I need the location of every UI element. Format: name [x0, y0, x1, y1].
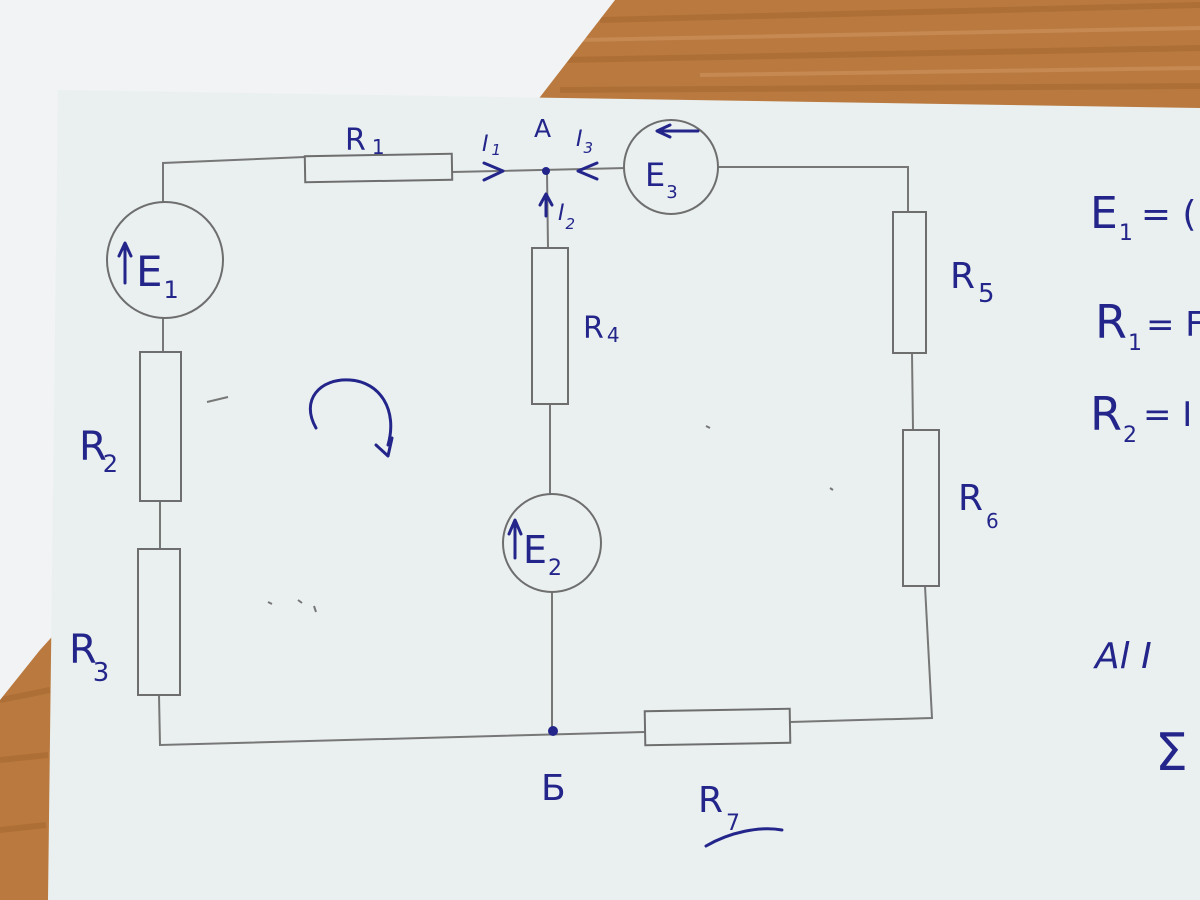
resistor-r3-label: R3 [69, 627, 109, 688]
note-r1-line: R1= F [1095, 295, 1200, 356]
resistor-r4 [531, 247, 569, 405]
note-e1-line: E1= ( [1090, 188, 1196, 246]
resistor-r1 [303, 152, 454, 184]
paper-sheet [48, 90, 1200, 900]
circuit-wires [158, 156, 934, 747]
stray-pencil-marks [206, 396, 834, 613]
r7-underline-stroke [704, 827, 784, 848]
resistor-r7 [643, 707, 792, 747]
note-scribble: Al I [1093, 636, 1152, 677]
note-r2-line: R2= I [1090, 387, 1192, 448]
i2-arrow-icon [538, 192, 554, 218]
e2-up-arrow-icon [507, 518, 523, 560]
source-e2-label: E2 [523, 528, 562, 581]
source-e3-label: E3 [645, 156, 678, 203]
i1-arrow-icon [482, 161, 505, 182]
e1-up-arrow-icon [117, 241, 133, 285]
resistor-r3 [137, 548, 181, 696]
i3-arrow-icon [576, 161, 599, 181]
resistor-r2 [139, 351, 182, 502]
source-e1 [106, 201, 224, 319]
loop-direction-arrow-icon [309, 378, 394, 458]
source-e2 [502, 493, 602, 593]
note-sigma: Σ [1155, 723, 1188, 783]
node-b-label: Б [541, 768, 566, 809]
source-e1-label: E1 [136, 247, 179, 304]
current-i3-label: I3 [576, 127, 593, 157]
resistor-r6-label: R6 [958, 478, 999, 533]
source-e3 [623, 119, 719, 215]
resistor-r2-label: R2 [79, 424, 118, 478]
node-b-dot [548, 726, 558, 736]
resistor-r5 [892, 211, 927, 354]
node-a-dot [542, 167, 550, 175]
current-i2-label: I2 [558, 201, 575, 233]
resistor-r7-label: R7 [698, 780, 740, 836]
resistor-r6 [902, 429, 940, 587]
e3-left-arrow-icon [655, 123, 700, 139]
node-a-label: A [534, 114, 551, 143]
